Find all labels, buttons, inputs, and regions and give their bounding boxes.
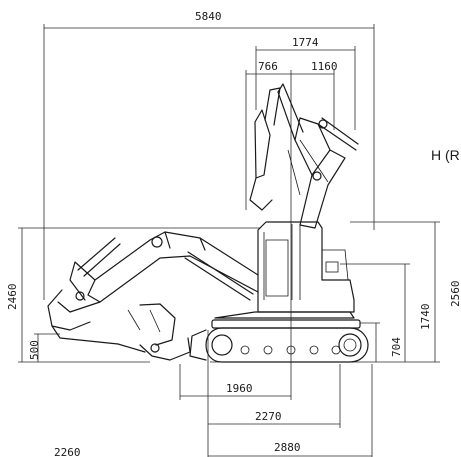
lowered-boom-arm: [47, 231, 259, 361]
label-height-704: 704: [390, 337, 403, 357]
label-length-2260: 2260: [54, 446, 81, 457]
label-length-2270: 2270: [255, 410, 282, 423]
cab: [257, 221, 355, 313]
label-right-segment: 1160: [311, 60, 338, 73]
label-overall-length: 5840: [195, 10, 222, 23]
label-left-segment: 766: [258, 60, 278, 73]
raised-boom-arm: [249, 83, 359, 229]
label-height-500: 500: [28, 340, 41, 360]
label-height-2560: 2560: [449, 281, 461, 308]
label-height-2460: 2460: [6, 284, 19, 311]
undercarriage: [189, 311, 369, 363]
label-height-1740: 1740: [419, 304, 432, 331]
dimension-lines: [18, 24, 440, 457]
side-label: H (R: [431, 147, 460, 163]
label-length-2880: 2880: [274, 441, 301, 454]
dimension-labels: 5840 1774 766 1160 2460 500 2560 1740 70…: [6, 10, 461, 457]
label-length-1960: 1960: [226, 382, 253, 395]
label-reach-width: 1774: [292, 36, 319, 49]
